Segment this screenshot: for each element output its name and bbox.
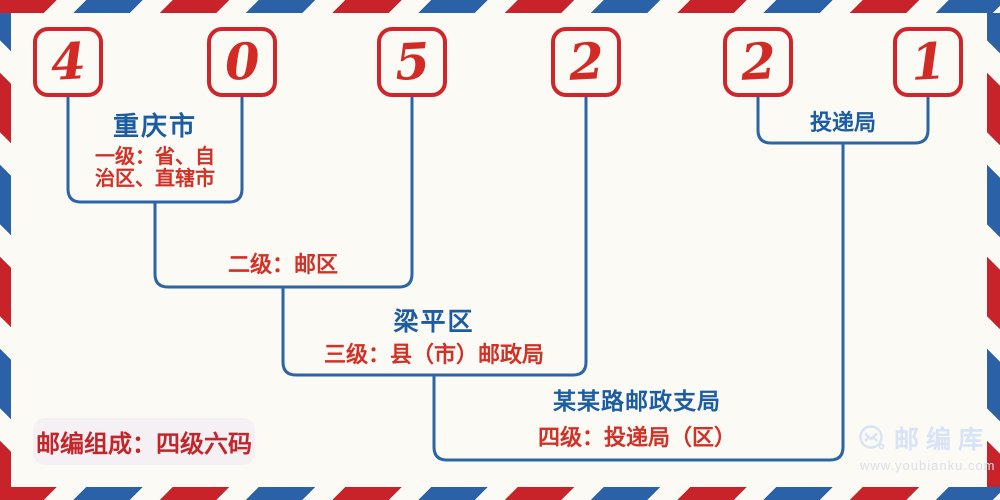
level3-desc: 三级：县（市）邮政局	[323, 341, 544, 367]
digit-6: 1	[909, 31, 947, 92]
connector-level4-bracket	[432, 143, 845, 462]
airmail-border-right	[987, 0, 1000, 500]
composition-badge-text: 邮编组成：四级六码	[36, 431, 252, 458]
digit-box-6: 1	[893, 27, 963, 97]
digit-box-5: 2	[723, 27, 793, 97]
level4-desc: 四级：投递局（区）	[537, 425, 736, 451]
watermark-url: www.youbianku.com	[860, 458, 996, 473]
level1-desc: 一级：省、自治区、直辖市	[95, 145, 215, 190]
digit-box-2: 0	[207, 27, 277, 97]
delivery-office-label: 投递局	[809, 110, 876, 135]
digit-2: 0	[223, 31, 261, 92]
watermark-brand: 邮编库	[894, 426, 991, 454]
composition-badge: 邮编组成：四级六码	[33, 418, 255, 465]
airmail-border-left	[0, 0, 11, 500]
digit-box-1: 4	[33, 27, 103, 97]
airmail-border-top	[0, 0, 1000, 13]
digit-box-3: 5	[377, 27, 447, 97]
level4-place: 某某路邮政支局	[553, 388, 721, 414]
digit-5: 2	[739, 31, 777, 92]
level3-label: 梁平区 三级：县（市）邮政局	[284, 308, 584, 367]
digit-box-4: 2	[551, 27, 621, 97]
airmail-border-bottom	[0, 487, 1000, 500]
level4-label: 某某路邮政支局 四级：投递局（区）	[487, 388, 787, 451]
level1-place: 重庆市	[112, 111, 197, 141]
level3-place: 梁平区	[393, 308, 475, 336]
level1-label: 重庆市 一级：省、自治区、直辖市	[55, 111, 255, 190]
level2-desc: 二级：邮区	[227, 252, 338, 277]
digit-4: 2	[567, 31, 605, 92]
watermark: 邮编库 www.youbianku.com	[858, 420, 996, 473]
digit-1: 4	[49, 31, 87, 92]
digit-3: 5	[393, 31, 431, 92]
envelope-in-circle-icon	[859, 425, 885, 450]
